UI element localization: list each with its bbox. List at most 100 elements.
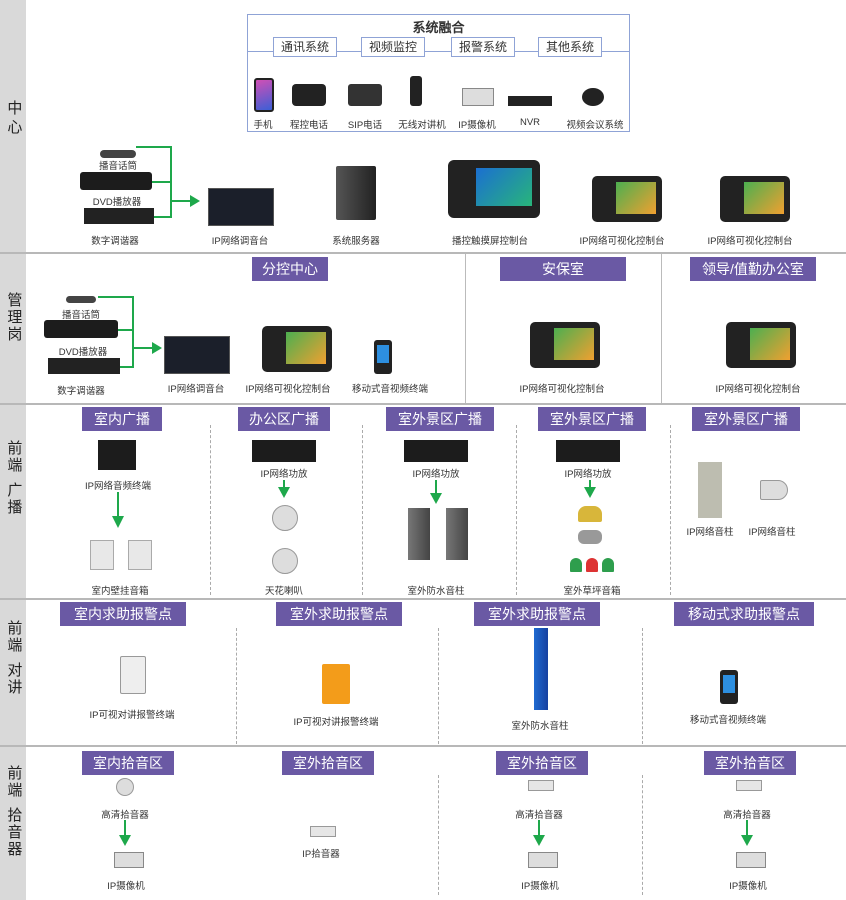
fusion-sub-other: 其他系统 [538,37,602,57]
intercom-t1-caption: IP可视对讲报警终端 [89,710,175,721]
tag-indoor-help: 室内求助报警点 [60,602,186,626]
fusion-sub-video: 视频监控 [361,37,425,57]
side-label-center: 中心 [5,100,23,138]
mobile-terminal-icon [374,340,392,374]
pickup-p2-caption: IP拾音器 [302,849,340,860]
side-label-mgmt: 管理岗 [5,292,23,343]
ceiling-caption: 天花喇叭 [264,586,303,597]
section-divider [661,254,662,403]
horn-speaker-icon [760,480,788,500]
tag-scenic-broadcast: 室外景区广播 [692,407,800,431]
amplifier-icon [556,440,620,462]
indoor-terminal-caption: IP网络音频终端 [85,481,151,492]
center-mixer-caption: IP网络调音台 [211,236,269,247]
device-caption: NVR [519,117,541,128]
mgmt-tuner-caption: 数字调谐器 [57,386,105,397]
fusion-title: 系统融合 [412,20,465,35]
side-column [0,0,26,900]
column-divider [362,425,363,595]
mobile-terminal-icon [720,670,738,704]
tag-indoor-pickup: 室内拾音区 [82,751,174,775]
server-icon [336,166,376,220]
tag-scenic-broadcast: 室外景区广播 [538,407,646,431]
video-conference-icon [582,88,604,106]
ip-camera-icon [462,88,494,106]
system-fusion-box: 系统融合 通讯系统 视频监控 报警系统 其他系统 [247,14,630,132]
connector-line [170,200,192,202]
dvd-player-icon [80,172,152,190]
pickup-mic-icon [116,778,134,796]
pickup-p1-caption: 高清拾音器 [101,810,149,821]
visual-console-icon [592,176,662,222]
center-console2-caption: IP网络可视化控制台 [707,236,793,247]
column-speaker-icon [446,508,468,560]
pickup-mic-icon [310,826,336,837]
lawn-speaker-icon [578,506,602,522]
fusion-sub-alarm: 报警系统 [451,37,515,57]
connector-line [118,329,132,331]
arrow-icon [278,480,290,498]
separator [0,745,846,747]
side-label-broadcast: 前端 广播 [5,440,23,516]
arrow-icon [190,195,200,207]
ip-camera-icon [528,852,558,868]
pickup-c4-caption: IP摄像机 [729,881,767,892]
landline-phone-icon [292,84,326,106]
mgmt-mixer-caption: IP网络调音台 [167,384,225,395]
connector-line [132,347,154,349]
connector-line [152,181,170,183]
separator [0,252,846,254]
section-divider [465,254,466,403]
connector-line [136,146,170,148]
column-divider [438,775,439,895]
device-caption: IP摄像机 [458,120,496,131]
ip-mixer-icon [208,188,274,226]
amplifier-icon [252,440,316,462]
mgmt-console-caption: IP网络可视化控制台 [245,384,331,395]
visual-console-icon [262,326,332,372]
microphone-icon [100,150,136,158]
connector-line [132,296,134,368]
tag-office-broadcast: 办公区广播 [238,407,330,431]
tag-outdoor-help: 室外求助报警点 [474,602,600,626]
ip-column-caption: IP网络音柱 [686,527,734,538]
ceiling-speaker-icon [272,548,298,574]
fusion-sub-comm: 通讯系统 [273,37,337,57]
side-label-pickup: 前端 拾音器 [5,765,23,858]
visual-console-icon [720,176,790,222]
ip-horn-caption: IP网络音柱 [748,527,796,538]
column-divider [210,425,211,595]
nvr-icon [508,96,552,106]
audio-terminal-icon [98,440,136,470]
digital-tuner-icon [48,358,120,374]
intercom-t4-caption: 移动式音视频终端 [689,715,766,726]
amp1-caption: IP网络功放 [260,469,308,480]
pickup-c1-caption: IP摄像机 [107,881,145,892]
ip-mixer-icon [164,336,230,374]
intercom-t2-caption: IP可视对讲报警终端 [293,717,379,728]
center-tuner-caption: 数字调谐器 [91,236,139,247]
help-pillar-icon [534,628,548,710]
lawn-speaker-icon [578,530,602,544]
tag-leader-office: 领导/值勤办公室 [690,257,816,281]
touch-console-icon [448,160,540,218]
column-speaker-icon [408,508,430,560]
intercom-terminal-icon [322,664,350,704]
phone-icon [254,78,274,112]
column-divider [516,425,517,595]
dvd-player-icon [44,320,118,338]
separator [0,403,846,405]
arrow-icon [112,492,124,528]
tag-outdoor-help: 室外求助报警点 [276,602,402,626]
lawn-speaker-icon [570,558,582,572]
amp2-caption: IP网络功放 [412,469,460,480]
intercom-t3-caption: 室外防水音柱 [511,721,569,732]
arrow-icon [533,820,545,846]
lawn-speaker-icon [586,558,598,572]
lawn-caption: 室外草坪音箱 [563,586,621,597]
tag-branch-center: 分控中心 [252,257,328,281]
column-divider [642,775,643,895]
column-divider [670,425,671,595]
visual-console-icon [726,322,796,368]
center-dvd-caption: DVD播放器 [92,197,142,208]
